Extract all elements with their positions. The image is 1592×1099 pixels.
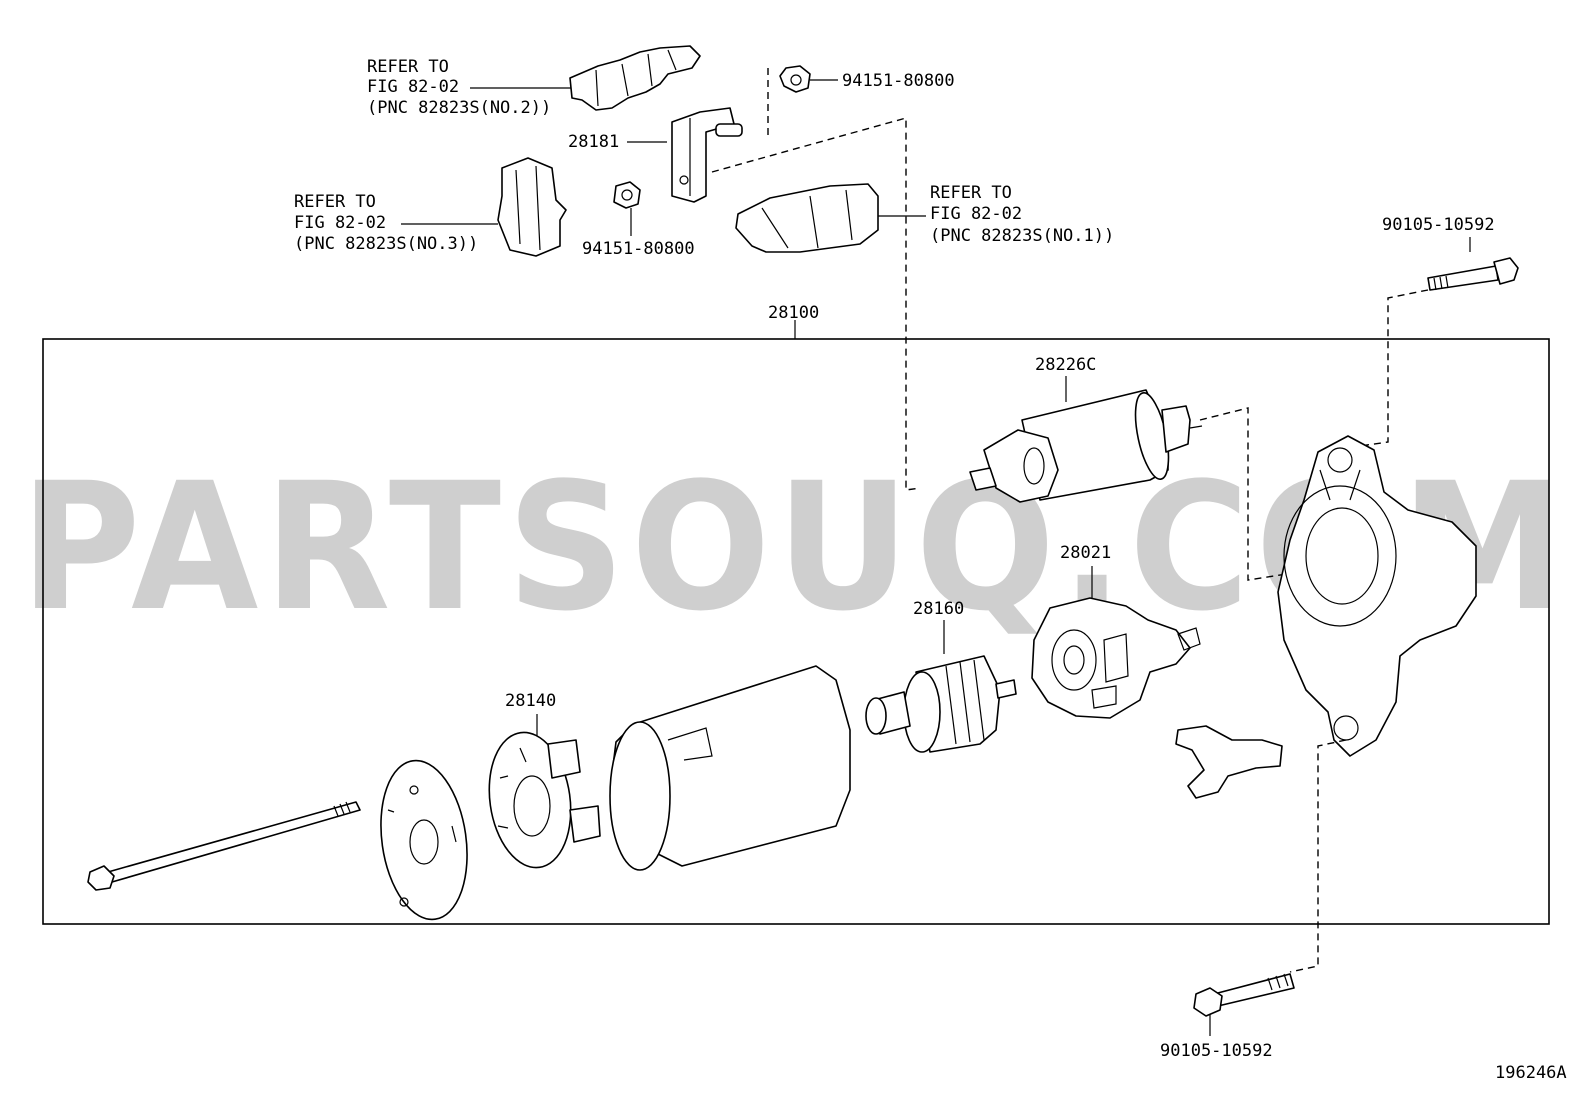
bolt-90105-bottom bbox=[1193, 973, 1295, 1017]
bolt-90105-top bbox=[1427, 257, 1519, 291]
drive-assembly-28021 bbox=[1031, 597, 1201, 719]
front-housing bbox=[1277, 435, 1477, 757]
label-28226c[interactable]: 28226C bbox=[1035, 355, 1096, 375]
label-28021[interactable]: 28021 bbox=[1060, 543, 1111, 563]
assembly-box bbox=[42, 338, 1550, 925]
shift-lever bbox=[1175, 725, 1283, 799]
label-28181[interactable]: 28181 bbox=[568, 132, 619, 152]
svg-text:REFER TO: REFER TO bbox=[930, 183, 1012, 203]
label-28160[interactable]: 28160 bbox=[913, 599, 964, 619]
label-28100[interactable]: 28100 bbox=[768, 303, 819, 323]
nut-94151-mid bbox=[613, 181, 641, 209]
svg-text:(PNC 82823S(NO.1)): (PNC 82823S(NO.1)) bbox=[930, 226, 1114, 246]
svg-text:REFER TO: REFER TO bbox=[294, 192, 376, 212]
label-28140[interactable]: 28140 bbox=[505, 691, 556, 711]
label-refer-no2[interactable]: REFER TO FIG 82-02 (PNC 82823S(NO.2)) bbox=[367, 57, 551, 118]
terminal-plate-28181 bbox=[671, 107, 743, 203]
brush-holder-28140 bbox=[488, 731, 601, 869]
svg-text:FIG 82-02: FIG 82-02 bbox=[930, 204, 1022, 224]
end-cover bbox=[380, 759, 468, 921]
connector-cover-no2 bbox=[569, 45, 701, 111]
figure-code: 196246A bbox=[1495, 1063, 1567, 1083]
label-refer-no1[interactable]: REFER TO FIG 82-02 (PNC 82823S(NO.1)) bbox=[930, 183, 1114, 246]
svg-text:(PNC 82823S(NO.3)): (PNC 82823S(NO.3)) bbox=[294, 234, 478, 254]
svg-text:FIG 82-02: FIG 82-02 bbox=[294, 213, 386, 233]
solenoid-28226c bbox=[969, 389, 1203, 503]
svg-text:FIG 82-02: FIG 82-02 bbox=[367, 77, 459, 97]
label-90105-bottom[interactable]: 90105-10592 bbox=[1160, 1041, 1273, 1061]
svg-text:REFER TO: REFER TO bbox=[367, 57, 449, 77]
armature-28160 bbox=[865, 655, 1017, 753]
connector-cover-no3 bbox=[497, 157, 567, 257]
label-94151-mid[interactable]: 94151-80800 bbox=[582, 239, 695, 259]
through-bolt bbox=[87, 801, 361, 891]
nut-94151-top bbox=[779, 65, 811, 93]
connector-cover-no1 bbox=[735, 183, 879, 253]
label-90105-top[interactable]: 90105-10592 bbox=[1382, 215, 1495, 235]
yoke bbox=[609, 665, 851, 871]
label-refer-no3[interactable]: REFER TO FIG 82-02 (PNC 82823S(NO.3)) bbox=[294, 192, 478, 254]
svg-text:(PNC 82823S(NO.2)): (PNC 82823S(NO.2)) bbox=[367, 98, 551, 118]
label-94151-top[interactable]: 94151-80800 bbox=[842, 71, 955, 91]
